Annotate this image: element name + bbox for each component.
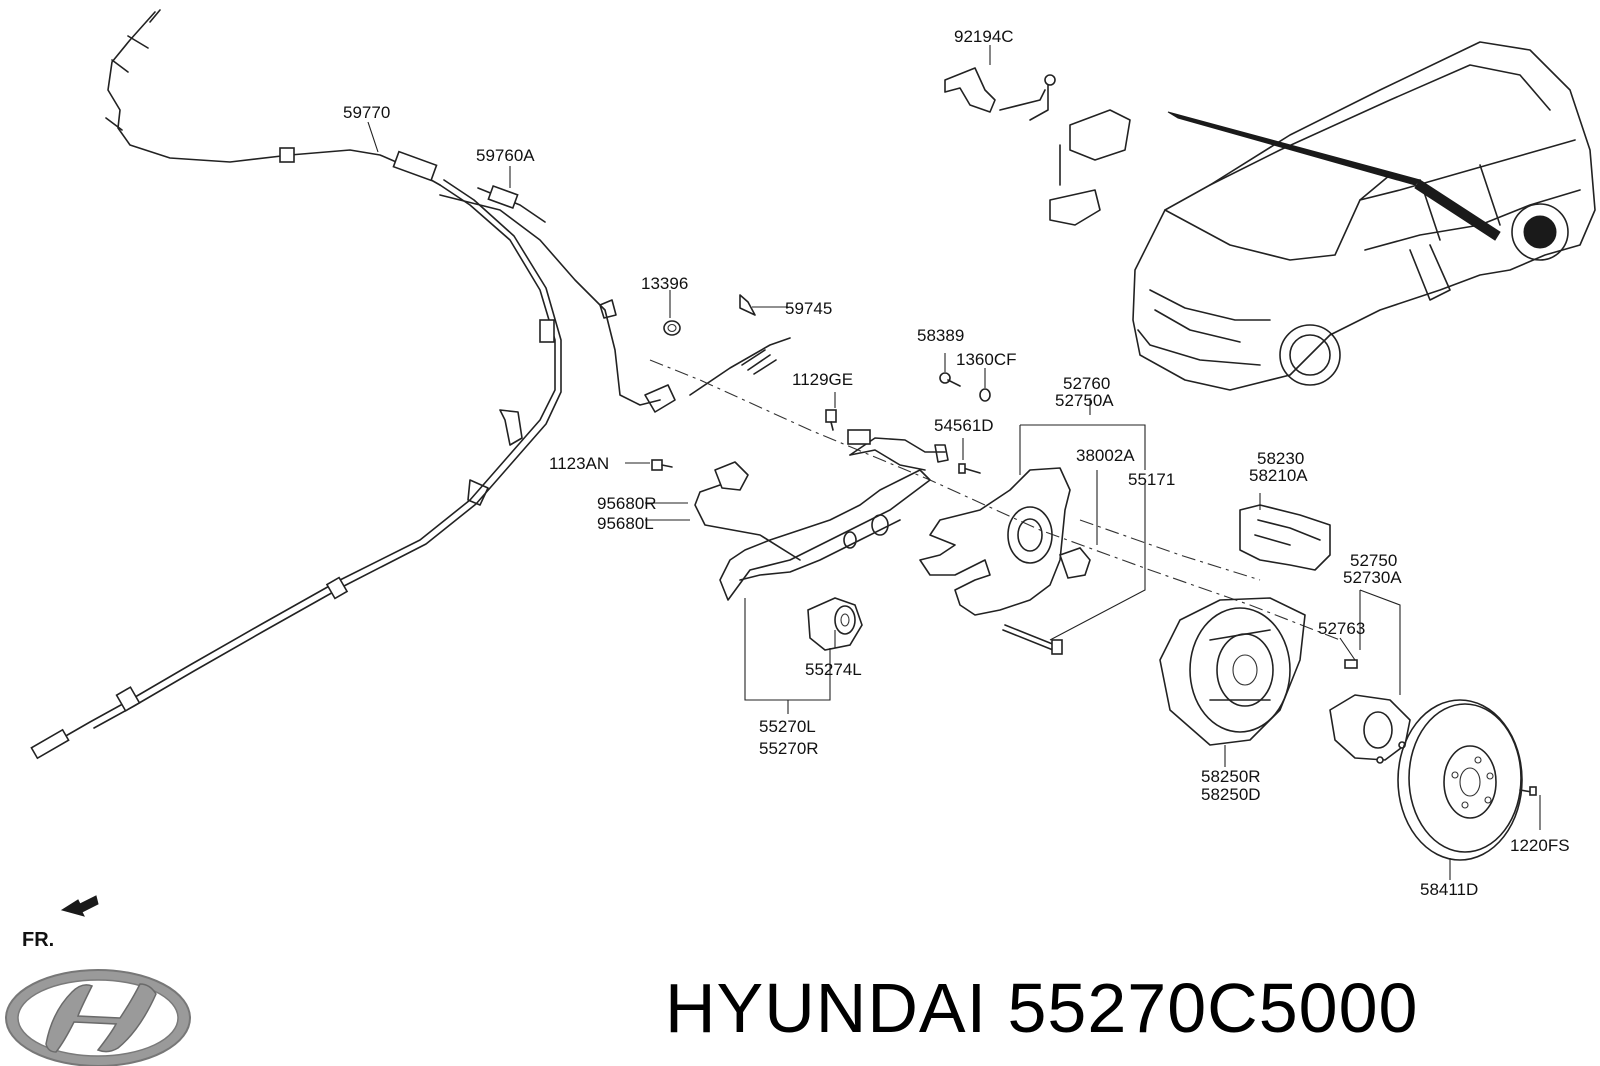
bolt-1123AN [651,459,673,471]
label-58389: 58389 [917,326,965,345]
bushing-55274L [807,597,863,651]
label-1129GE: 1129GE [792,370,854,389]
parking-brake-cable-left [30,9,562,760]
parking-brake-cable-right [392,150,676,413]
brake-caliper-58230 [1239,504,1331,571]
label-38002A: 38002A [1076,446,1135,465]
label-54561D: 54561D [934,416,994,435]
label-52760: 52760 [1063,374,1111,393]
hyundai-logo [5,969,191,1066]
cable-end-59745 [689,294,791,396]
label-55270L: 55270L [759,717,816,736]
trailing-arm-55270 [719,449,931,601]
front-direction-arrow-icon [60,895,99,917]
label-52730A: 52730A [1343,568,1402,587]
label-13396: 13396 [641,274,689,293]
brand-title: HYUNDAI 55270C5000 [665,968,1418,1048]
vehicle-illustration [1132,41,1596,391]
label-52750: 52750 [1350,551,1398,570]
label-58210A: 58210A [1249,466,1308,485]
label-58411D: 58411D [1420,880,1479,899]
label-52763: 52763 [1318,619,1366,638]
label-59770: 59770 [343,103,391,122]
sensor-92194C [944,67,1131,226]
label-52750A: 52750A [1055,391,1114,410]
bolt-55171 [1002,624,1063,655]
brake-disc-58411D [1397,699,1523,861]
wheel-hub-52750 [1329,659,1411,764]
nut-13396 [663,320,681,336]
label-58230: 58230 [1257,449,1305,468]
wheel-speed-sensor [694,429,949,561]
front-orientation-label: FR. [22,929,55,951]
label-59760A: 59760A [476,146,535,165]
label-58250D: 58250D [1201,785,1261,804]
label-95680R: 95680R [597,494,657,513]
backing-plate-58250 [1159,597,1306,746]
part-number: 55270C5000 [1007,969,1419,1047]
brand-name: HYUNDAI [665,969,988,1047]
label-58250R: 58250R [1201,767,1261,786]
bolt-54561D [958,463,981,474]
label-95680L: 95680L [597,514,654,533]
screw-1220FS [1519,786,1537,796]
bolt-1129GE [825,409,837,431]
label-59745: 59745 [785,299,833,318]
knuckle-52760 [919,467,1091,616]
label-1123AN: 1123AN [549,454,610,473]
label-55270R: 55270R [759,739,819,758]
bolt-58389 [939,372,991,402]
label-55274L: 55274L [805,660,862,679]
label-92194C: 92194C [954,27,1014,46]
label-1220FS: 1220FS [1510,836,1570,855]
label-1360CF: 1360CF [956,350,1017,369]
leader-lines [367,45,1541,880]
label-55171: 55171 [1128,470,1176,489]
